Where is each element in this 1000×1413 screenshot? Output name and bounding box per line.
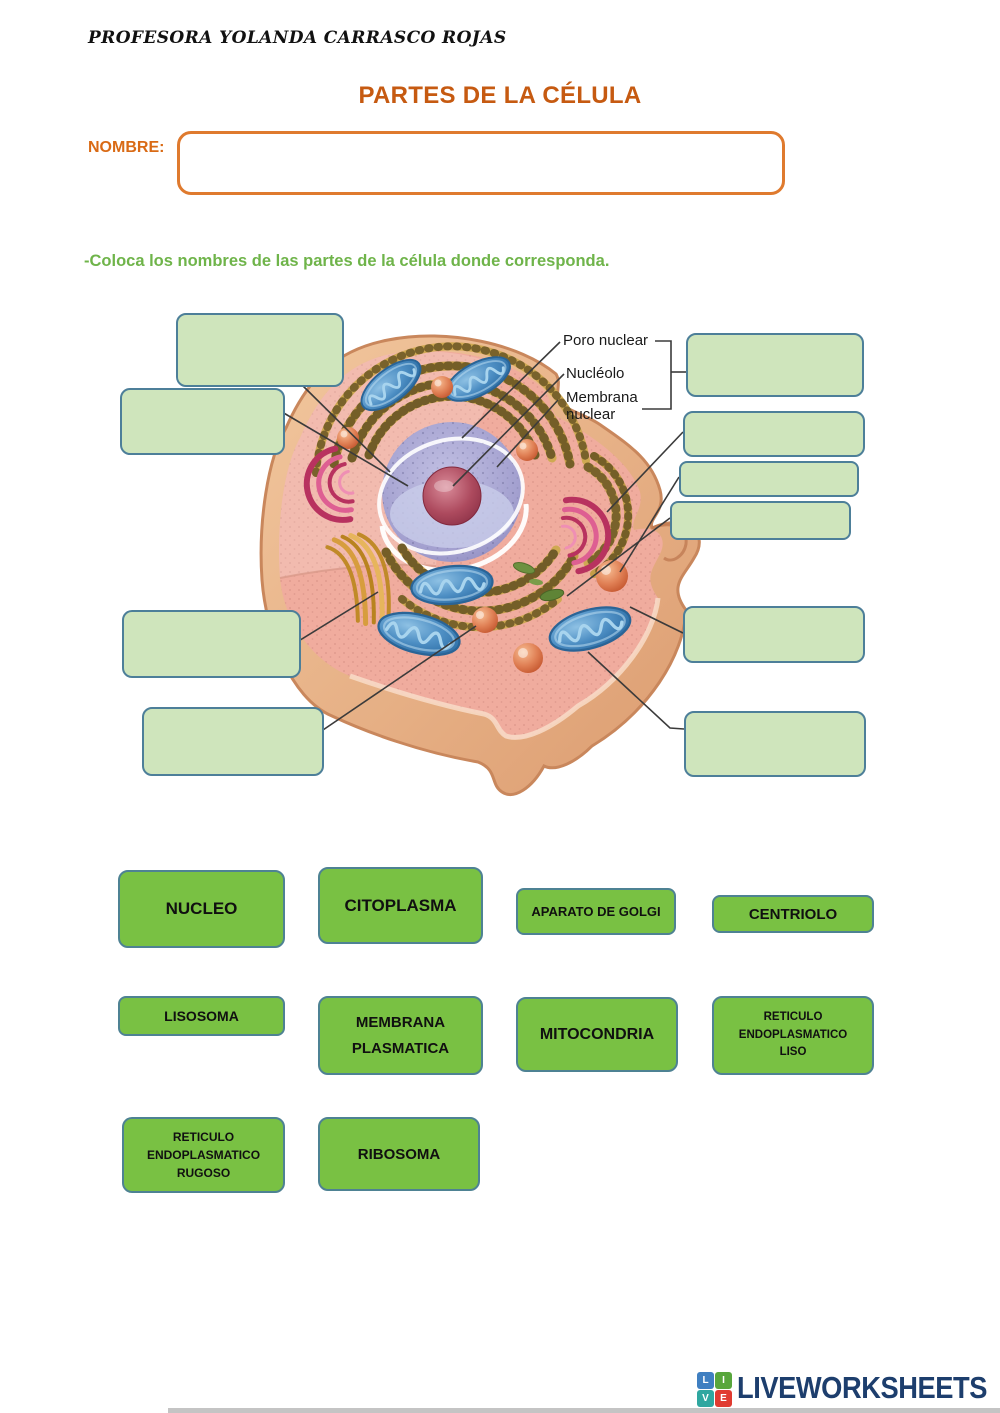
answer-slot-5[interactable] [686, 333, 864, 397]
answer-slot-7[interactable] [679, 461, 859, 497]
nucleus [377, 422, 529, 574]
word-bank-aparato-de-golgi[interactable]: APARATO DE GOLGI [516, 888, 676, 935]
bottom-edge-strip [168, 1408, 1000, 1413]
answer-slot-2[interactable] [120, 388, 285, 455]
word-bank-citoplasma[interactable]: CITOPLASMA [318, 867, 483, 944]
answer-slot-8[interactable] [670, 501, 851, 540]
page-title: PARTES DE LA CÉLULA [358, 82, 642, 109]
nombre-label: NOMBRE: [88, 139, 165, 156]
smooth-er [325, 532, 391, 627]
liveworksheets-logo-icon: L I V E [697, 1372, 733, 1408]
teacher-name: PROFESORA YOLANDA CARRASCO ROJAS [88, 28, 507, 48]
golgi-right [560, 496, 612, 575]
word-bank-membrana-plasmatica[interactable]: MEMBRANA PLASMATICA [318, 996, 483, 1075]
leader-lines [281, 340, 686, 733]
word-bank-lisosoma[interactable]: LISOSOMA [118, 996, 285, 1036]
logo-square-e: E [715, 1390, 732, 1407]
answer-slot-9[interactable] [683, 606, 865, 663]
word-bank-nucleo[interactable]: NUCLEO [118, 870, 285, 948]
poro-nuclear-label: Poro nuclear [563, 332, 649, 349]
liveworksheets-wordmark: LIVEWORKSHEETS [737, 1370, 988, 1405]
word-bank-mitocondria[interactable]: MITOCONDRIA [516, 997, 678, 1072]
cell-illustration [259, 334, 701, 796]
instruction-text: -Coloca los nombres de las partes de la … [84, 252, 610, 270]
membrana-nuclear-label: Membrana nuclear [566, 389, 638, 423]
golgi-left [303, 445, 355, 523]
centriole [512, 562, 565, 602]
answer-slot-3[interactable] [122, 610, 301, 678]
lysosomes [337, 376, 628, 673]
word-bank-reticulo-endoplasmatico-rugoso[interactable]: RETICULO ENDOPLASMATICO RUGOSO [122, 1117, 285, 1193]
nombre-input[interactable] [177, 131, 785, 195]
logo-square-l: L [697, 1372, 714, 1389]
word-bank-reticulo-endoplasmatico-liso[interactable]: RETICULO ENDOPLASMATICO LISO [712, 996, 874, 1075]
answer-slot-1[interactable] [176, 313, 344, 387]
answer-slot-10[interactable] [684, 711, 866, 777]
word-bank-centriolo[interactable]: CENTRIOLO [712, 895, 874, 933]
answer-slot-4[interactable] [142, 707, 324, 776]
nucleolo-label: Nucléolo [566, 365, 625, 382]
answer-slot-6[interactable] [683, 411, 865, 457]
logo-square-i: I [715, 1372, 732, 1389]
word-bank-ribosoma[interactable]: RIBOSOMA [318, 1117, 480, 1191]
logo-square-v: V [697, 1390, 714, 1407]
